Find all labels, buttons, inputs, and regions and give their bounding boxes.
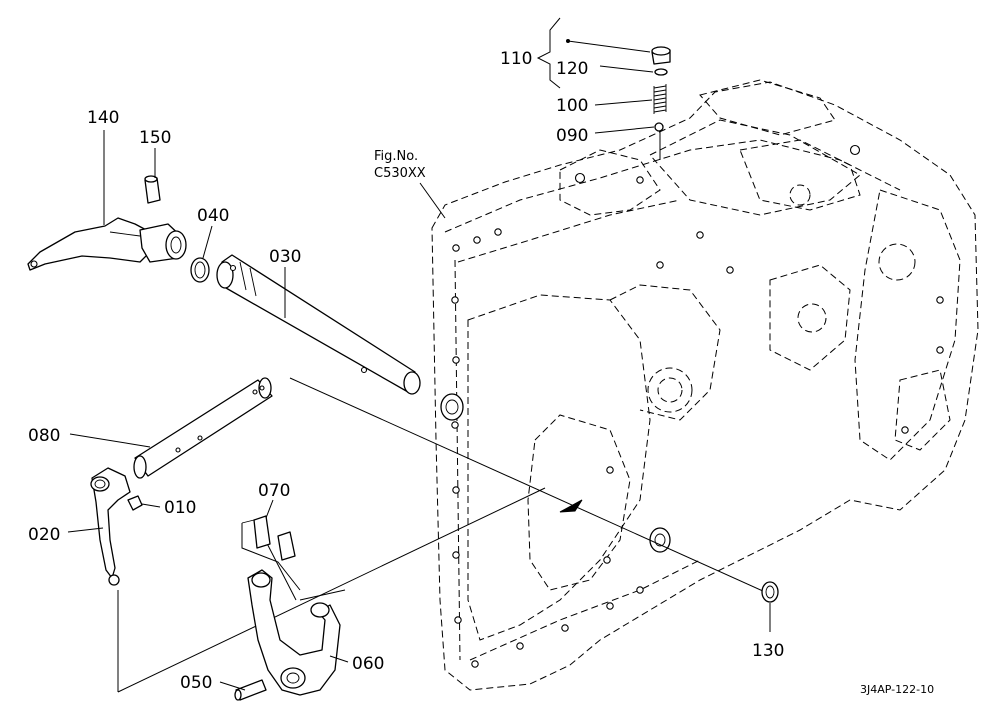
callout-110: 110	[500, 49, 532, 69]
drawing-code: 3J4AP-122-10	[860, 683, 934, 696]
detent-set	[651, 46, 671, 132]
figure-reference-number: C530XX	[374, 166, 426, 181]
bolt-holes	[451, 144, 944, 668]
callout-labels: 140 150 040 030 080 010 020 070 060 050 …	[28, 49, 784, 693]
screw-010	[127, 495, 143, 511]
callout-080: 080	[28, 426, 60, 446]
fork-060	[247, 569, 341, 696]
callout-010: 010	[164, 498, 196, 518]
pads-070	[241, 515, 296, 561]
oring-040	[190, 257, 210, 283]
callout-020: 020	[28, 525, 60, 545]
callout-150: 150	[139, 128, 171, 148]
callout-060: 060	[352, 654, 384, 674]
callout-040: 040	[197, 206, 229, 226]
arm-020	[90, 467, 131, 586]
callout-070: 070	[258, 481, 290, 501]
transmission-case	[431, 79, 979, 691]
pin-050	[234, 679, 267, 701]
pin-150	[144, 175, 161, 204]
callout-030: 030	[269, 247, 301, 267]
figure-reference-label: Fig.No.	[374, 149, 418, 164]
shaft-080	[133, 377, 273, 479]
leader-lines	[67, 40, 771, 691]
callout-140: 140	[87, 108, 119, 128]
callout-130: 130	[752, 641, 784, 661]
figure-reference: Fig.No. C530XX	[374, 149, 426, 181]
lever-140	[27, 217, 187, 271]
shaft-030	[216, 254, 421, 395]
callout-090: 090	[556, 126, 588, 146]
callout-050: 050	[180, 673, 212, 693]
callout-120: 120	[556, 59, 588, 79]
seal-130	[761, 581, 779, 603]
callout-100: 100	[556, 96, 588, 116]
